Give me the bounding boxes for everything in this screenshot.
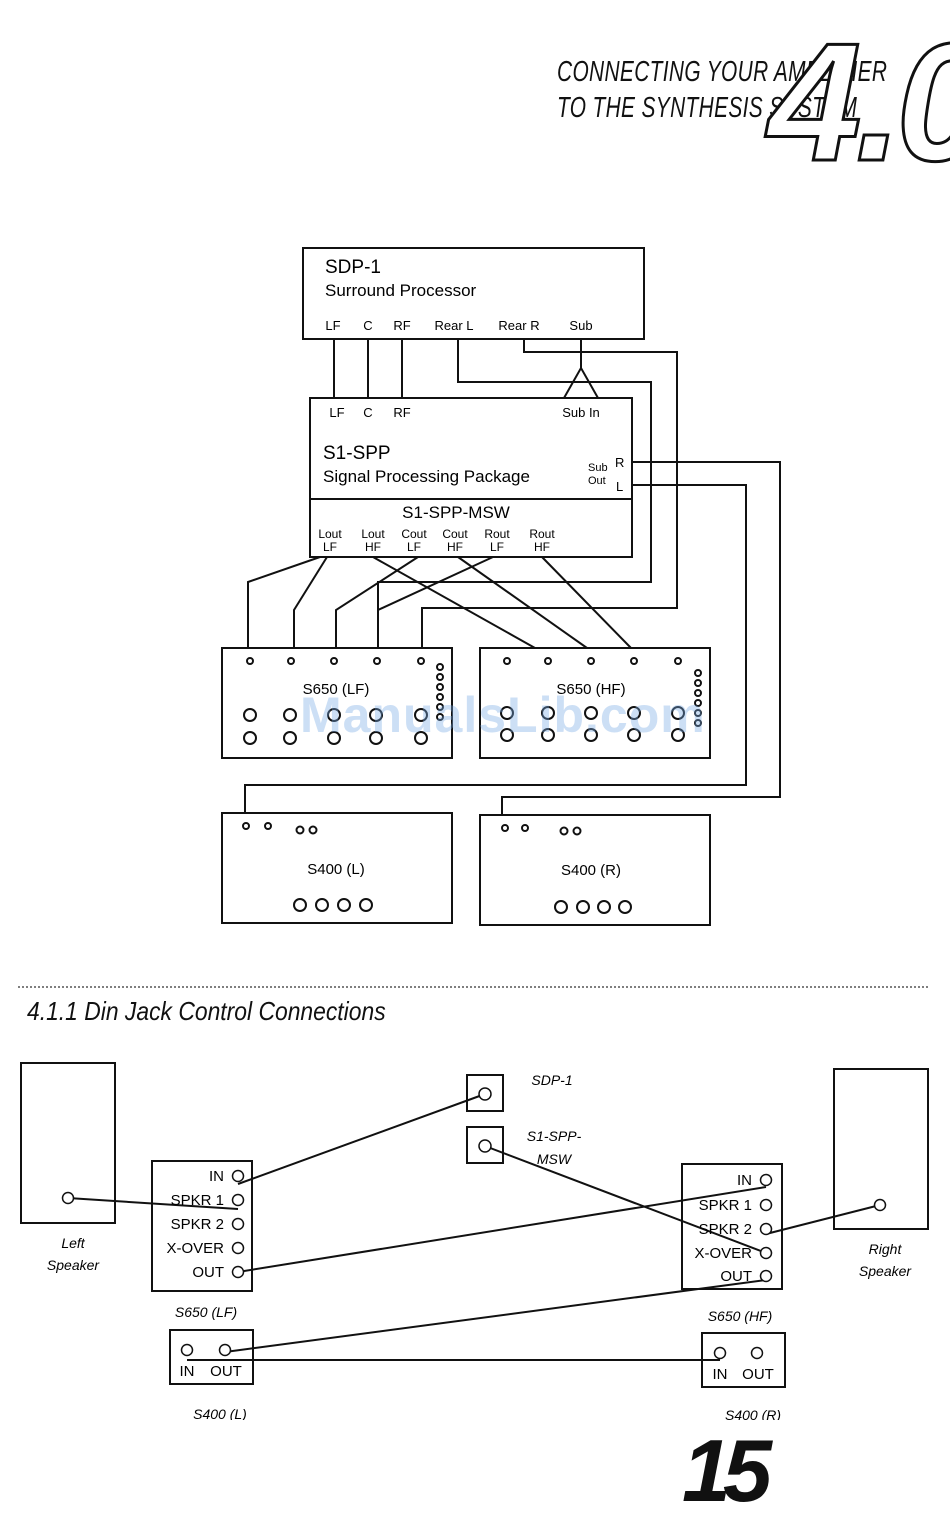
sdp1-output-label: Rear L xyxy=(434,318,473,333)
sdp1-output-label: Sub xyxy=(569,318,592,333)
msw-output-top: Rout xyxy=(484,527,510,541)
s650-hf-port-label: OUT xyxy=(720,1268,752,1285)
msw-output-top: Lout xyxy=(361,527,385,541)
right-speaker-box xyxy=(833,1068,929,1230)
sub-out-r-label: R xyxy=(615,455,624,470)
s650-hf-port-label: IN xyxy=(737,1172,752,1189)
msw-output-bottom: LF xyxy=(323,540,337,554)
s400-l-out-label: OUT xyxy=(210,1363,242,1380)
wiring-diagram: SDP-1 Surround Processor LF C RF Rear L … xyxy=(221,247,781,926)
s650-hf-port-label: SPKR 1 xyxy=(699,1197,752,1214)
header-title-line1: CONNECTING YOUR AMPLIFIER xyxy=(557,56,888,88)
s650-hf-box xyxy=(479,647,711,759)
msw-output-bottom: HF xyxy=(534,540,550,554)
s1spp-name: S1-SPP xyxy=(323,443,391,464)
s650-lf-port-label: X-OVER xyxy=(166,1240,224,1257)
msw-din-label-line1: S1-SPP- xyxy=(527,1128,582,1144)
s400-r-out-label: OUT xyxy=(742,1366,774,1383)
msw-output-top: Cout xyxy=(442,527,468,541)
right-speaker-label-line2: Speaker xyxy=(859,1263,912,1279)
sub-out-label: Sub xyxy=(588,462,608,474)
right-speaker-label-line1: Right xyxy=(869,1241,903,1257)
s650-lf-din-box xyxy=(151,1160,253,1292)
sub-out-label: Out xyxy=(588,475,606,487)
s400-l-din-label: S400 (L) xyxy=(193,1406,247,1420)
sub-out-l-label: L xyxy=(616,479,623,494)
msw-output-bottom: HF xyxy=(365,540,381,554)
s650-hf-label: S650 (HF) xyxy=(556,681,625,698)
s650-hf-port-label: X-OVER xyxy=(694,1245,752,1262)
left-speaker-box xyxy=(20,1062,116,1224)
s650-lf-port-label: IN xyxy=(209,1168,224,1185)
section-divider xyxy=(18,986,930,988)
s1spp-sub-in-label: Sub In xyxy=(562,405,600,420)
s400-l-label: S400 (L) xyxy=(307,861,365,878)
sdp1-name: SDP-1 xyxy=(325,257,381,278)
s400-r-din-label: S400 (R) xyxy=(725,1407,781,1420)
section-title: 4.1.1 Din Jack Control Connections xyxy=(27,996,386,1026)
s400-r-in-label: IN xyxy=(713,1366,728,1383)
page-number: 15 xyxy=(682,1421,772,1520)
section-number: 4.0 xyxy=(767,8,950,196)
sdp1-subtitle: Surround Processor xyxy=(325,281,477,300)
msw-name: S1-SPP-MSW xyxy=(402,503,510,522)
s650-hf-din-label: S650 (HF) xyxy=(708,1308,773,1324)
s1spp-input-label: RF xyxy=(393,405,410,420)
s650-lf-label: S650 (LF) xyxy=(303,681,370,698)
s400-l-din-box xyxy=(169,1329,254,1385)
s1spp-input-label: C xyxy=(363,405,372,420)
sdp1-output-label: C xyxy=(363,318,372,333)
s400-r-label: S400 (R) xyxy=(561,862,621,879)
din-diagram: SDP-1 S1-SPP- MSW Left Speaker Right Spe… xyxy=(20,1062,929,1420)
watermark: ManualsLib.com xyxy=(300,687,706,743)
s1spp-box xyxy=(309,397,633,558)
msw-output-top: Cout xyxy=(401,527,427,541)
s1spp-subtitle: Signal Processing Package xyxy=(323,467,530,486)
s650-lf-port-label: SPKR 2 xyxy=(171,1216,224,1233)
msw-output-bottom: LF xyxy=(407,540,421,554)
msw-output-top: Lout xyxy=(318,527,342,541)
sdp1-box xyxy=(302,247,645,340)
sdp1-output-label: LF xyxy=(325,318,340,333)
s1spp-input-label: LF xyxy=(329,405,344,420)
left-speaker-label-line2: Speaker xyxy=(47,1257,100,1273)
s400-l-box xyxy=(221,812,453,924)
sdp1-din-label: SDP-1 xyxy=(531,1072,572,1088)
msw-output-bottom: LF xyxy=(490,540,504,554)
s400-r-box xyxy=(479,814,711,926)
s650-lf-din-label: S650 (LF) xyxy=(175,1304,237,1320)
s400-l-in-label: IN xyxy=(180,1363,195,1380)
left-speaker-label-line1: Left xyxy=(61,1235,85,1251)
msw-din-box xyxy=(466,1126,504,1164)
msw-output-bottom: HF xyxy=(447,540,463,554)
s650-hf-din-box xyxy=(681,1163,783,1290)
msw-output-top: Rout xyxy=(529,527,555,541)
sdp1-output-label: RF xyxy=(393,318,410,333)
sdp1-din-box xyxy=(466,1074,504,1112)
msw-din-label-line2: MSW xyxy=(537,1151,573,1167)
s650-lf-port-label: OUT xyxy=(192,1264,224,1281)
header-title-line2: TO THE SYNTHESIS SYSTEM xyxy=(557,92,858,124)
s650-lf-port-label: SPKR 1 xyxy=(171,1192,224,1209)
s650-hf-port-label: SPKR 2 xyxy=(699,1221,752,1238)
sdp1-output-label: Rear R xyxy=(498,318,539,333)
